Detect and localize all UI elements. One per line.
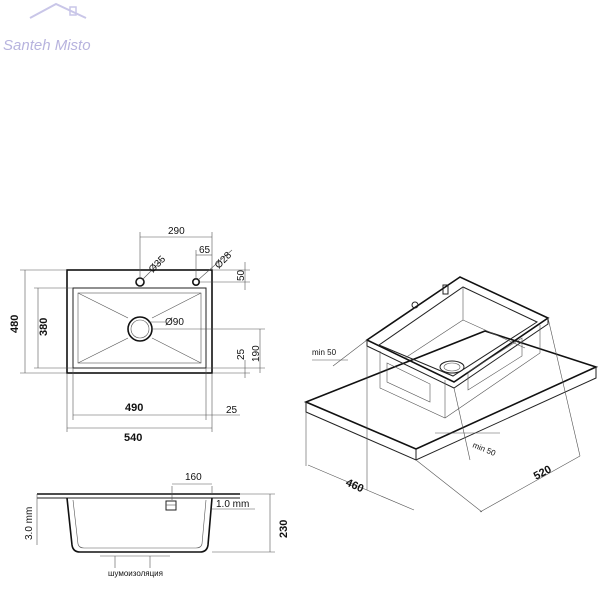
dim-230: 230 — [278, 520, 290, 538]
dim-d28: Ø28 — [213, 250, 234, 271]
insulation-label: шумоизоляция — [108, 569, 163, 578]
section-view: шумоизоляция 160 1.0 mm 3.0 mm 230 — [24, 472, 290, 578]
iso-tap-hole-1 — [411, 301, 419, 309]
dim-190: 190 — [251, 345, 262, 362]
dim-50: 50 — [236, 269, 247, 281]
dim-290: 290 — [168, 226, 185, 237]
top-view: 290 65 Ø35 Ø28 50 480 380 Ø90 — [9, 226, 265, 444]
dim-520: 520 — [532, 463, 554, 482]
dim-25-bottom: 25 — [226, 405, 238, 416]
dim-480: 480 — [9, 315, 21, 333]
min50-left: min 50 — [312, 348, 337, 357]
dim-490: 490 — [125, 402, 143, 414]
min50-right: min 50 — [471, 441, 497, 459]
dim-1mm: 1.0 mm — [216, 499, 249, 510]
dim-3mm: 3.0 mm — [24, 507, 35, 540]
dim-65: 65 — [199, 245, 211, 256]
dim-540: 540 — [124, 432, 142, 444]
dim-d90: Ø90 — [165, 317, 184, 328]
iso-tap-hole-2 — [442, 284, 449, 295]
logo-text: Santeh Misto — [3, 37, 91, 54]
house-icon — [29, 2, 87, 19]
logo: Santeh Misto — [3, 2, 91, 54]
dim-460: 460 — [344, 477, 366, 495]
dim-380: 380 — [38, 318, 50, 336]
dim-160: 160 — [185, 472, 202, 483]
drain-circle — [127, 316, 153, 342]
isometric-view: min 50 min 50 460 520 — [303, 276, 599, 513]
dim-d35: Ø35 — [147, 254, 168, 275]
dim-25-right: 25 — [236, 348, 247, 360]
iso-drain — [439, 360, 465, 374]
